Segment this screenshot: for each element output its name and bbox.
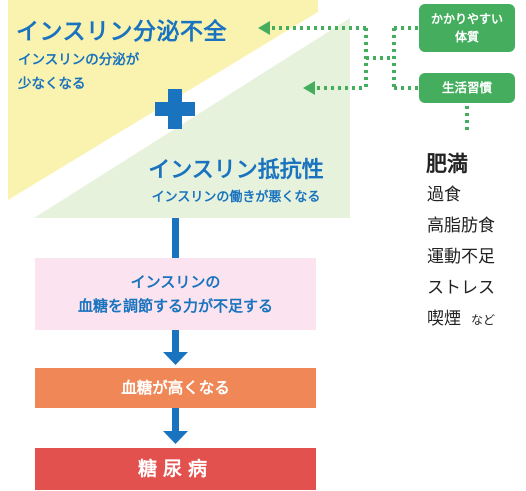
secretion-deficiency-title: インスリン分泌不全 — [16, 19, 228, 45]
dotted-connectors — [272, 26, 469, 134]
diabetes-box: 糖尿病 — [35, 448, 316, 490]
arrowhead-to-secretion — [258, 21, 270, 35]
constitution-badge: かかりやすい 体質 — [419, 4, 515, 52]
connector-line — [172, 218, 179, 258]
constitution-line1: かかりやすい — [430, 12, 503, 26]
insufficient-regulation-line1: インスリンの — [130, 273, 221, 291]
secretion-deficiency-subtitle: インスリンの分泌が 少なくなる — [18, 48, 188, 96]
high-blood-sugar-box: 血糖が高くなる — [35, 368, 316, 408]
insulin-resistance-subtitle: インスリンの働きが悪くなる — [151, 190, 321, 205]
connector-line — [172, 408, 179, 433]
insufficient-regulation-line2: 血糖を調節する力が不足する — [77, 297, 273, 315]
secretion-subtitle-line1: インスリンの分泌が — [18, 52, 140, 68]
insulin-resistance-panel — [34, 18, 350, 218]
factor-item-smoking: 喫煙など — [427, 304, 495, 329]
etc-label: など — [471, 313, 496, 327]
factor-item: 高脂肪食 — [427, 216, 495, 236]
plus-icon-bar — [155, 102, 195, 116]
arrowhead-to-diabetes — [163, 431, 188, 444]
factor-item: 過食 — [427, 185, 461, 205]
connector-line — [172, 330, 179, 354]
constitution-line2: 体質 — [454, 30, 479, 44]
secretion-deficiency-panel — [8, 0, 318, 200]
factor-item: ストレス — [427, 278, 495, 298]
lifestyle-badge: 生活習慣 — [419, 73, 515, 103]
factor-item: 喫煙 — [427, 309, 461, 329]
factor-item: 運動不足 — [427, 247, 495, 267]
obesity-label: 肥満 — [426, 152, 468, 176]
secretion-subtitle-line2: 少なくなる — [18, 76, 86, 92]
arrowhead-to-resistance — [303, 81, 315, 95]
insufficient-regulation-box: インスリンの 血糖を調節する力が不足する — [35, 258, 316, 330]
insulin-resistance-title: インスリン抵抗性 — [148, 158, 324, 183]
arrowhead-to-blood-sugar — [163, 352, 188, 365]
